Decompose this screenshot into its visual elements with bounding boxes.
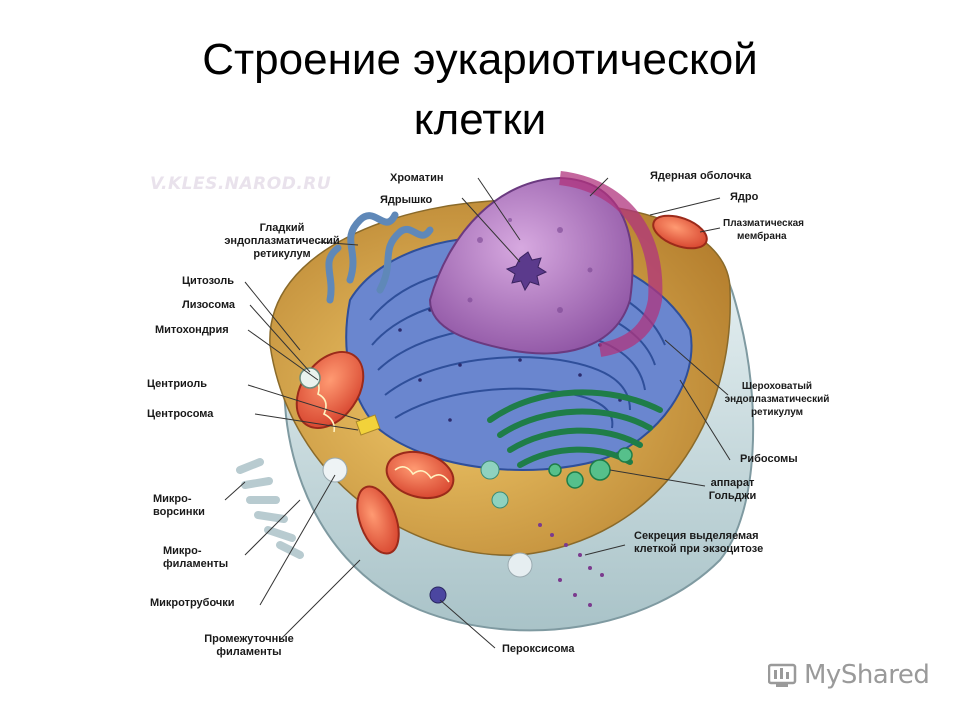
label-microvilli-2: ворсинки bbox=[153, 506, 205, 518]
page-title: Строение эукариотической клетки bbox=[0, 30, 960, 150]
vesicle-1 bbox=[322, 457, 348, 483]
leader-lines bbox=[224, 177, 731, 649]
label-intermediate-filaments-2: филаменты bbox=[216, 646, 282, 658]
label-golgi: аппарат Гольджи bbox=[705, 477, 760, 503]
smooth-er bbox=[325, 211, 434, 304]
label-nuclear-envelope: Ядерная оболочка bbox=[650, 170, 752, 182]
myshared-logo: MyShared bbox=[768, 660, 930, 690]
vesicle-3 bbox=[480, 460, 500, 480]
label-microvilli-1: Микро- bbox=[153, 493, 192, 505]
golgi-apparatus bbox=[487, 389, 663, 468]
label-plasma-membrane-2: мембрана bbox=[737, 231, 787, 242]
label-ribosomes: Рибосомы bbox=[740, 453, 798, 465]
label-secretion-1: Секреция выделяемая bbox=[634, 530, 759, 542]
label-smooth-er-2: эндоплазматический bbox=[224, 235, 340, 247]
golgi-vesicles bbox=[548, 447, 633, 489]
label-microfilaments-1: Микро- bbox=[163, 545, 202, 557]
label-microtubules: Микротрубочки bbox=[150, 597, 235, 609]
vesicle-4 bbox=[491, 491, 509, 509]
label-nucleolus: Ядрышко bbox=[380, 194, 433, 206]
nucleolus bbox=[505, 251, 548, 292]
peroxisome bbox=[429, 586, 447, 604]
label-rough-er-3: ретикулум bbox=[750, 407, 804, 418]
title-line-2: клетки bbox=[413, 95, 547, 144]
label-centrosome: Центросома bbox=[147, 408, 214, 420]
myshared-logo-text: MyShared bbox=[804, 660, 930, 690]
myshared-logo-icon bbox=[768, 663, 797, 687]
label-peroxisome: Пероксисома bbox=[502, 643, 575, 655]
label-cytosol: Цитозоль bbox=[182, 275, 235, 287]
title-line-1: Строение эукариотической bbox=[202, 35, 758, 84]
label-smooth-er-1: Гладкий bbox=[259, 222, 305, 234]
mitochondrion-2 bbox=[385, 450, 455, 500]
label-nucleus: Ядро bbox=[730, 191, 759, 203]
label-plasma-membrane-1: Плазматическая bbox=[723, 218, 805, 229]
label-microvilli: Микро- ворсинки bbox=[153, 493, 205, 519]
label-chromatin: Хроматин bbox=[390, 172, 444, 184]
label-microfilaments: Микро- филаменты bbox=[163, 545, 228, 571]
nuclear-envelope bbox=[559, 171, 663, 357]
label-smooth-er: Гладкий эндоплазматический ретикулум bbox=[207, 222, 357, 261]
label-golgi-1: аппарат bbox=[710, 477, 755, 489]
label-microfilaments-2: филаменты bbox=[163, 558, 229, 570]
label-golgi-2: Гольджи bbox=[708, 490, 757, 502]
label-intermediate-filaments: Промежуточные филаменты bbox=[193, 633, 305, 659]
vesicle-2 bbox=[507, 552, 533, 578]
label-secretion: Секреция выделяемая клеткой при экзоцито… bbox=[634, 530, 763, 556]
label-rough-er-1: Шероховатый bbox=[741, 381, 813, 392]
label-secretion-2: клеткой при экзоцитозе bbox=[634, 543, 764, 555]
mitochondrion-4 bbox=[652, 214, 708, 250]
label-rough-er-2: эндоплазматический bbox=[724, 394, 830, 405]
label-centriole: Центриоль bbox=[147, 378, 207, 390]
label-rough-er: Шероховатый эндоплазматический ретикулум bbox=[722, 380, 832, 419]
chromatin bbox=[467, 218, 593, 313]
secretion-dots bbox=[538, 523, 604, 607]
label-lysosome: Лизосома bbox=[182, 299, 236, 311]
label-intermediate-filaments-1: Промежуточные bbox=[204, 633, 294, 645]
label-plasma-membrane: Плазматическая мембрана bbox=[723, 217, 804, 243]
label-smooth-er-3: ретикулум bbox=[253, 248, 311, 260]
centrosome bbox=[355, 414, 381, 436]
microvilli bbox=[236, 458, 304, 559]
lysosome bbox=[299, 367, 321, 389]
mitochondrion-3 bbox=[356, 485, 400, 555]
watermark-text: V.KLES.NAROD.RU bbox=[150, 174, 332, 194]
label-mitochondrion: Митохондрия bbox=[155, 324, 229, 336]
